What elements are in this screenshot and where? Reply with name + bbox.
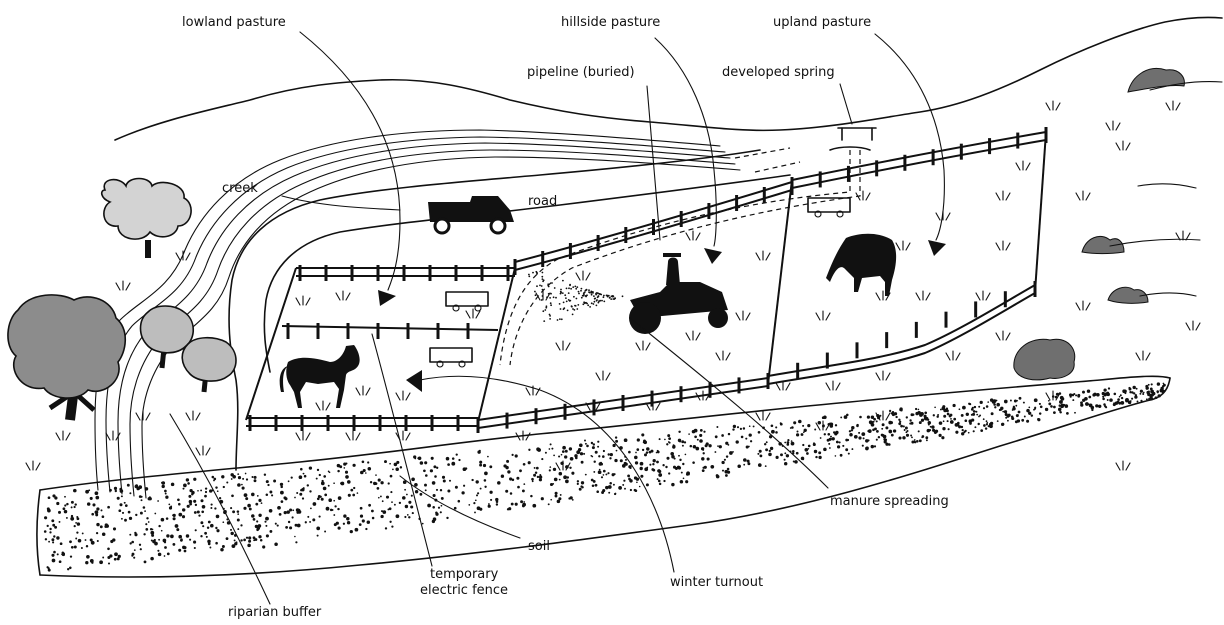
leader-lowland-pasture bbox=[300, 32, 400, 290]
label-manure-spreading: manure spreading bbox=[830, 494, 949, 509]
label-creek: creek bbox=[222, 181, 258, 196]
tree-small-2 bbox=[182, 338, 236, 392]
tree-top-left bbox=[102, 179, 191, 259]
arrow-lowland bbox=[378, 290, 396, 306]
soil-band bbox=[37, 376, 1170, 577]
label-hillside-pasture: hillside pasture bbox=[561, 15, 660, 30]
label-temporary: temporary bbox=[430, 567, 499, 582]
horse-upland bbox=[826, 234, 896, 296]
leader-developed-spring bbox=[840, 84, 852, 124]
label-road: road bbox=[528, 194, 557, 209]
label-winter-turnout: winter turnout bbox=[670, 575, 763, 590]
lowland-fence bbox=[246, 265, 515, 431]
pipeline-buried bbox=[500, 150, 860, 365]
tractor bbox=[629, 253, 728, 334]
leader-creek bbox=[282, 196, 400, 210]
label-developed-spring: developed spring bbox=[722, 65, 835, 80]
truck bbox=[428, 196, 514, 233]
background-hill-line bbox=[115, 17, 1222, 140]
leader-soil bbox=[400, 476, 520, 538]
soil-dots bbox=[44, 382, 1166, 571]
leader-temp-fence bbox=[372, 334, 432, 566]
manure-spray bbox=[528, 271, 623, 322]
grass-tufts bbox=[26, 101, 1200, 470]
label-pipeline: pipeline (buried) bbox=[527, 65, 635, 80]
hillside-rocks bbox=[1014, 68, 1222, 379]
tree-large-dark bbox=[8, 295, 125, 420]
label-electric-fence: electric fence bbox=[420, 583, 508, 598]
arrow-upland bbox=[928, 240, 946, 256]
leader-upland-pasture bbox=[875, 34, 944, 240]
label-soil: soil bbox=[528, 539, 550, 554]
arrow-hillside bbox=[704, 248, 722, 264]
developed-spring-box bbox=[830, 128, 876, 150]
label-riparian-buffer: riparian buffer bbox=[228, 605, 322, 620]
label-upland-pasture: upland pasture bbox=[773, 15, 871, 30]
horse-lowland bbox=[280, 345, 360, 408]
upland-fence bbox=[768, 127, 1046, 389]
leader-lines bbox=[170, 32, 946, 604]
arrow-winter-turnout bbox=[406, 370, 422, 392]
label-lowland-pasture: lowland pasture bbox=[182, 15, 286, 30]
